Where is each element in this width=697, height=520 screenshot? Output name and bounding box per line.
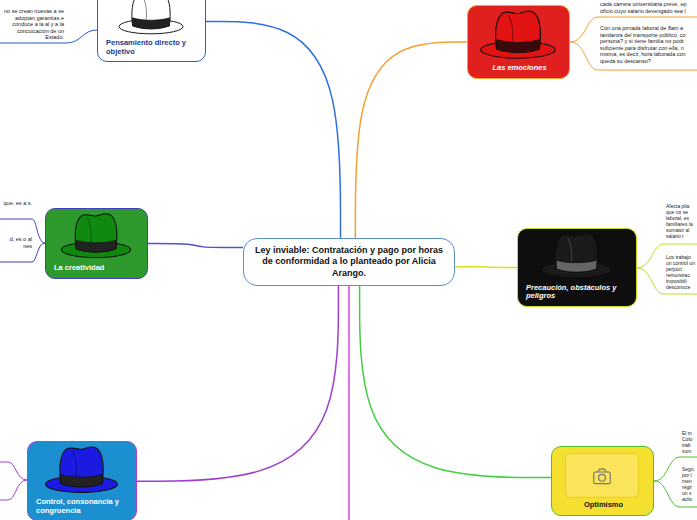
subtopic-text: que, es a s. xyxy=(2,200,32,207)
hat-label: La creatividad xyxy=(54,264,141,273)
central-topic: Ley inviable: Contratación y pago por ho… xyxy=(243,238,455,286)
hat-topic: Control, consonancia y congruencia xyxy=(27,441,137,520)
subtopic-text: Segú por l men régir un s activ xyxy=(682,466,696,502)
branch-connector xyxy=(206,21,341,238)
subtopic-text: Con una jornada laboral de 8am a tandanz… xyxy=(600,25,695,65)
topic-title: Ley inviable: Contratación y pago por ho… xyxy=(244,239,454,285)
hat-topic: Optimismo xyxy=(551,446,654,516)
hat-topic: Las emociones xyxy=(467,5,570,79)
hat-illustration xyxy=(46,209,146,261)
hat-label: Las emociones xyxy=(476,64,563,73)
hat-topic: Pensamiento directo y objetivo xyxy=(97,0,206,62)
leader-line xyxy=(0,243,45,262)
hat-topic: La creatividad xyxy=(45,208,148,279)
camera-icon xyxy=(552,447,652,499)
branch-connector xyxy=(137,286,338,481)
hat-illustration xyxy=(28,442,135,496)
branch-connector xyxy=(360,286,551,478)
hat-illustration xyxy=(468,6,568,62)
hat-illustration xyxy=(518,229,635,281)
subtopic-text: no se crean nuevas a se adoptan garantía… xyxy=(2,8,64,41)
hat-label: Control, consonancia y congruencia xyxy=(36,498,130,515)
subtopic-text: Los trabajo un control un perjuici remun… xyxy=(666,254,695,290)
subtopic-text: El m Colo trab sum xyxy=(682,430,696,454)
subtopic-text: cada carrera universitaria prevé, ep ofi… xyxy=(600,1,695,14)
branch-connector xyxy=(455,266,517,268)
branch-line xyxy=(348,282,350,520)
leader-line xyxy=(0,480,27,500)
branch-connector xyxy=(355,42,467,238)
hat-label: Pensamiento directo y objetivo xyxy=(106,39,199,56)
hat-illustration xyxy=(98,0,204,37)
leader-line xyxy=(0,462,27,480)
hat-label: Optimismo xyxy=(560,501,647,510)
subtopic-text: Afecta pila que no se laboral, es famili… xyxy=(666,203,695,239)
hat-topic: Precaución, obstáculos y peligros xyxy=(517,228,637,307)
subtopic-text: d, es o al nes xyxy=(2,236,32,249)
branch-connector xyxy=(148,244,243,248)
hat-label: Precaución, obstáculos y peligros xyxy=(526,284,630,301)
